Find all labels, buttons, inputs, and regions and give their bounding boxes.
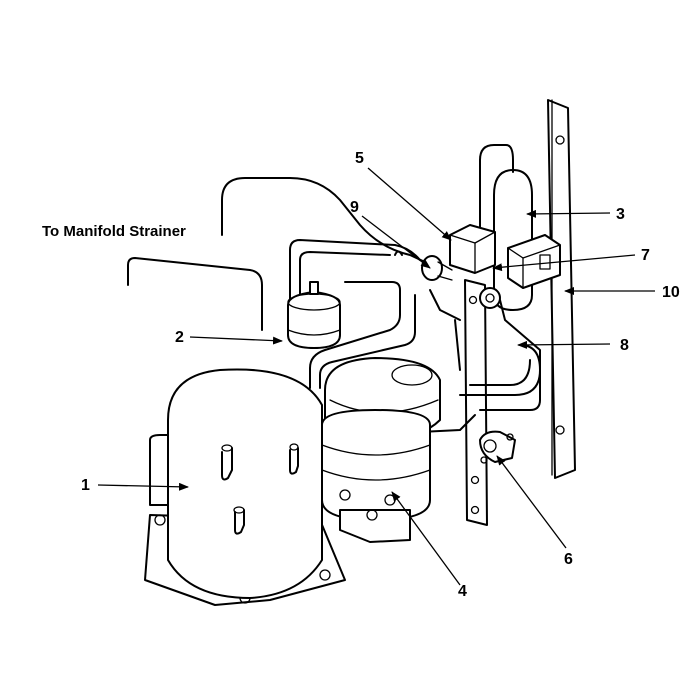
- callout-6: 6: [564, 551, 573, 568]
- compressor: [144, 368, 346, 606]
- service-valve: [421, 255, 453, 281]
- leader-7: [492, 254, 636, 272]
- callout-1: 1: [81, 477, 90, 494]
- mounting-bracket: [547, 99, 576, 479]
- refrigerant-tubing: [127, 177, 541, 433]
- callout-10: 10: [662, 284, 680, 301]
- solenoid-valve: [449, 224, 496, 274]
- leader-6: [496, 455, 567, 549]
- callout-leaders: [97, 167, 655, 586]
- callout-3: 3: [616, 206, 625, 223]
- condenser-housing: [321, 409, 431, 543]
- callout-labels: 1 2 3 4 5 6 7 8 9 10: [81, 150, 680, 600]
- callout-7: 7: [641, 247, 650, 264]
- leader-8: [517, 340, 611, 349]
- leader-3: [526, 209, 611, 218]
- callout-5: 5: [355, 150, 364, 167]
- callout-9: 9: [350, 199, 359, 216]
- pressure-regulator: [287, 281, 341, 349]
- manifold-strainer-annotation: To Manifold Strainer: [42, 223, 186, 240]
- valve-plate: [464, 279, 488, 526]
- leader-4: [391, 491, 461, 586]
- leader-5: [367, 167, 452, 241]
- callout-2: 2: [175, 329, 184, 346]
- callout-4: 4: [458, 583, 467, 600]
- leader-2: [189, 336, 283, 345]
- leader-1: [97, 482, 189, 491]
- leader-9: [361, 215, 431, 269]
- callout-8: 8: [620, 337, 629, 354]
- pressure-control: [479, 234, 561, 309]
- check-valve: [479, 430, 516, 464]
